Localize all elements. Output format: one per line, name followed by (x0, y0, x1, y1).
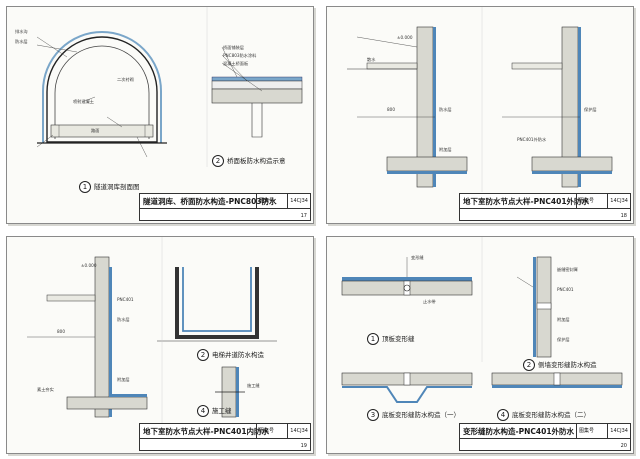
label-road: 路面 (91, 128, 100, 133)
drawing-code: 14CJ34 (607, 194, 628, 209)
label-protective: 保护层 (557, 337, 570, 342)
title-block: 地下室防水节点大样-PNC401外防水 图集号 14CJ34 18 (459, 193, 631, 221)
internal-waterproof-drawing (27, 237, 277, 427)
label-deck-pavement: 桥面铺装层 (223, 45, 244, 50)
label-apron: 散水 (367, 57, 376, 62)
title-block: 隧道洞库、桥面防水构造-PNC803防水 图集号 14CJ34 17 (139, 193, 311, 221)
label-pnc401: PNC401 (557, 287, 574, 292)
label-shotcrete: 喷射混凝土 (73, 99, 94, 104)
drawing-code: 14CJ34 (287, 194, 308, 209)
label-secondary-lining: 二次衬砌 (117, 77, 134, 82)
page-title: 地下室防水节点大样-PNC401外防水 (460, 194, 630, 209)
label-waterproof-layer: 防水层 (15, 39, 28, 44)
label-waterstop: 止水带 (423, 299, 436, 304)
label-800: 800 (387, 107, 395, 112)
label-sealant: 嵌缝密封膏 (557, 267, 578, 272)
label-elevation: ±0.000 (397, 35, 413, 40)
label-elevation: ±0.000 (81, 263, 97, 268)
drawing-code: 14CJ34 (287, 424, 308, 439)
page-title: 变形缝防水构造-PNC401外防水 (460, 424, 630, 439)
label-concrete-deck: 混凝土桥面板 (223, 61, 249, 66)
label-protective: 保护层 (584, 107, 597, 112)
external-waterproof-drawing (347, 7, 613, 192)
label-waterproof-layer: 防水层 (439, 107, 452, 112)
page-number: 19 (300, 443, 307, 449)
label-additional-layer: 附加层 (557, 317, 570, 322)
title-block: 地下室防水节点大样-PNC401内防水 图集号 14CJ34 19 (139, 423, 311, 451)
label-rammed-soil: 素土夯实 (37, 387, 54, 392)
label-deformation-joint: 变形缝 (411, 255, 424, 260)
label-pnc803: PNC803防水涂料 (223, 53, 257, 58)
page-title: 地下室防水节点大样-PNC401内防水 (140, 424, 310, 439)
page-number: 18 (620, 213, 627, 219)
drawing-code: 14CJ34 (607, 424, 628, 439)
tunnel-section-drawing (36, 7, 303, 167)
label-waterproof-layer: 防水层 (117, 317, 130, 322)
title-block: 变形缝防水构造-PNC401外防水 图集号 14CJ34 20 (459, 423, 631, 451)
deformation-joint-drawing (341, 237, 623, 403)
page-number: 17 (300, 213, 307, 219)
label-drainage: 排水沟 (15, 29, 28, 34)
label-additional-layer: 附加层 (439, 147, 452, 152)
page-number: 20 (620, 443, 627, 449)
drawing-page-external: ±0.000 散水 800 防水层 附加层 PNC401外防水 保护层 地下室防… (326, 6, 634, 224)
label-additional-layer: 附加层 (117, 377, 130, 382)
page-title: 隧道洞库、桥面防水构造-PNC803防水 (140, 194, 310, 209)
label-800: 800 (57, 329, 65, 334)
drawing-page-tunnel: 排水沟 防水层 喷射混凝土 二次衬砌 路面 桥面铺装层 PNC803防水涂料 混… (6, 6, 314, 224)
label-pnc401: PNC401 (117, 297, 134, 302)
label-construction-joint: 施工缝 (247, 383, 260, 388)
label-pnc401-ext: PNC401外防水 (517, 137, 547, 142)
